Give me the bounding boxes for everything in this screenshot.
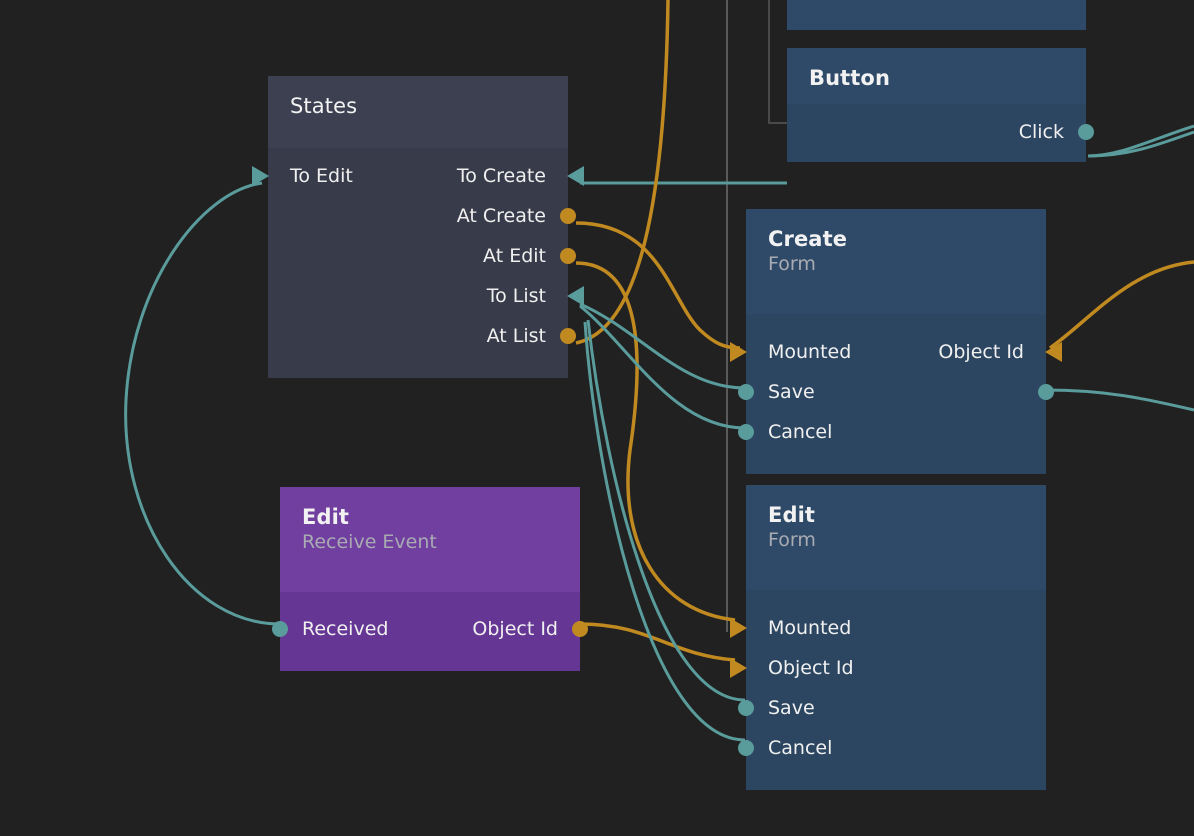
node-header-edit-form: Edit Form bbox=[746, 485, 1046, 590]
port-label-to-edit: To Edit bbox=[290, 164, 353, 187]
port-row-to-list[interactable]: To List bbox=[268, 276, 584, 316]
port-row-save[interactable]: Save bbox=[738, 372, 1054, 412]
port-label-object-id: Object Id bbox=[768, 656, 854, 679]
port-dot-received[interactable] bbox=[272, 621, 288, 637]
port-arrow-object-id-icon[interactable] bbox=[730, 658, 747, 678]
port-label-click: Click bbox=[1018, 120, 1064, 143]
edge-click-out-a bbox=[1087, 124, 1194, 158]
port-label-to-create: To Create bbox=[456, 164, 546, 187]
node-clipped-top[interactable] bbox=[787, 0, 1086, 30]
port-arrow-mounted-icon[interactable] bbox=[730, 618, 747, 638]
port-row-click[interactable]: Click bbox=[787, 112, 1094, 152]
edge-objectid-to-editform bbox=[579, 622, 736, 662]
port-arrow-to-list-icon[interactable] bbox=[567, 286, 584, 306]
node-body-states: To Edit To Create At Create At Edit To L… bbox=[252, 148, 584, 378]
port-dot-save[interactable] bbox=[738, 700, 754, 716]
port-label-mounted: Mounted bbox=[768, 616, 852, 639]
port-dot-create-out[interactable] bbox=[1038, 384, 1054, 400]
node-subtitle: Form bbox=[768, 529, 816, 552]
node-title: States bbox=[290, 94, 358, 118]
node-subtitle: Form bbox=[768, 253, 816, 276]
edge-create-out-right bbox=[1045, 388, 1194, 412]
port-row-at-list[interactable]: At List bbox=[268, 316, 576, 356]
port-dot-at-list[interactable] bbox=[560, 328, 576, 344]
node-header-button: Button bbox=[787, 48, 1086, 105]
port-dot-cancel[interactable] bbox=[738, 740, 754, 756]
port-arrow-object-id-icon[interactable] bbox=[1045, 342, 1062, 362]
group-bracket-top bbox=[768, 0, 798, 124]
node-states[interactable]: States To Edit To Create At Create At Ed… bbox=[252, 76, 584, 380]
edge-click-out-b bbox=[1087, 130, 1194, 158]
port-dot-at-create[interactable] bbox=[560, 208, 576, 224]
node-header bbox=[787, 0, 1086, 30]
node-create-form[interactable]: Create Form Mounted Object Id Save Cance… bbox=[730, 209, 1062, 474]
edge-create-cancel-to-list bbox=[579, 304, 746, 430]
node-body-edit-form: Mounted Object Id Save Cancel bbox=[730, 590, 1046, 790]
node-title: Edit bbox=[768, 503, 816, 527]
port-label-save: Save bbox=[768, 696, 815, 719]
port-label-received: Received bbox=[302, 617, 389, 640]
node-body-edit-event: Received Object Id bbox=[272, 592, 588, 671]
edge-at-create-mounted bbox=[575, 221, 741, 350]
port-arrow-to-create-icon[interactable] bbox=[567, 166, 584, 186]
port-row-mounted-objectid[interactable]: Mounted Object Id bbox=[730, 332, 1062, 372]
group-divider-line bbox=[726, 0, 728, 632]
port-row-save[interactable]: Save bbox=[738, 688, 1046, 728]
node-edit-receive-event[interactable]: Edit Receive Event Received Object Id bbox=[272, 487, 588, 671]
port-label-at-list: At List bbox=[486, 324, 546, 347]
port-row-received-objectid[interactable]: Received Object Id bbox=[272, 609, 588, 649]
node-subtitle: Receive Event bbox=[302, 531, 437, 554]
port-row-object-id[interactable]: Object Id bbox=[730, 648, 1046, 688]
port-dot-click[interactable] bbox=[1078, 124, 1094, 141]
node-edit-form[interactable]: Edit Form Mounted Object Id Save Cancel bbox=[730, 485, 1046, 790]
port-arrow-mounted-icon[interactable] bbox=[730, 342, 747, 362]
node-header-create: Create Form bbox=[746, 209, 1046, 314]
port-label-mounted: Mounted bbox=[768, 340, 852, 363]
port-row-cancel[interactable]: Cancel bbox=[738, 412, 1046, 452]
edge-at-list-up bbox=[575, 0, 670, 345]
node-title: Button bbox=[809, 66, 891, 90]
port-dot-save[interactable] bbox=[738, 384, 754, 400]
node-header-edit-event: Edit Receive Event bbox=[280, 487, 580, 592]
node-body-button: Click bbox=[787, 104, 1094, 163]
port-label-cancel: Cancel bbox=[768, 420, 833, 443]
node-button[interactable]: Button Click bbox=[787, 48, 1094, 188]
edge-in-create-objectid bbox=[1048, 260, 1194, 350]
port-label-object-id: Object Id bbox=[938, 340, 1024, 363]
node-body-create: Mounted Object Id Save Cancel bbox=[730, 314, 1062, 474]
edge-edit-cancel-to-list bbox=[583, 321, 746, 742]
port-label-at-edit: At Edit bbox=[483, 244, 546, 267]
port-dot-at-edit[interactable] bbox=[560, 248, 576, 264]
port-row-to-edit-to-create[interactable]: To Edit To Create bbox=[252, 156, 584, 196]
port-label-object-id: Object Id bbox=[472, 617, 558, 640]
port-label-to-list: To List bbox=[486, 284, 546, 307]
port-label-save: Save bbox=[768, 380, 815, 403]
edge-edit-save-to-list bbox=[586, 319, 746, 702]
port-dot-cancel[interactable] bbox=[738, 424, 754, 440]
edge-at-edit-mounted bbox=[575, 261, 736, 622]
edge-received-to-edit bbox=[124, 181, 281, 626]
port-row-mounted[interactable]: Mounted bbox=[730, 608, 1046, 648]
port-row-cancel[interactable]: Cancel bbox=[738, 728, 1046, 768]
node-header-states: States bbox=[268, 76, 568, 148]
port-dot-object-id[interactable] bbox=[572, 621, 588, 637]
node-title: Edit bbox=[302, 505, 350, 529]
port-label-at-create: At Create bbox=[456, 204, 546, 227]
port-row-at-create[interactable]: At Create bbox=[268, 196, 576, 236]
node-title: Create bbox=[768, 227, 848, 251]
port-row-at-edit[interactable]: At Edit bbox=[268, 236, 576, 276]
port-label-cancel: Cancel bbox=[768, 736, 833, 759]
port-arrow-to-edit-icon[interactable] bbox=[252, 166, 269, 186]
edge-create-save-to-list bbox=[579, 302, 746, 390]
